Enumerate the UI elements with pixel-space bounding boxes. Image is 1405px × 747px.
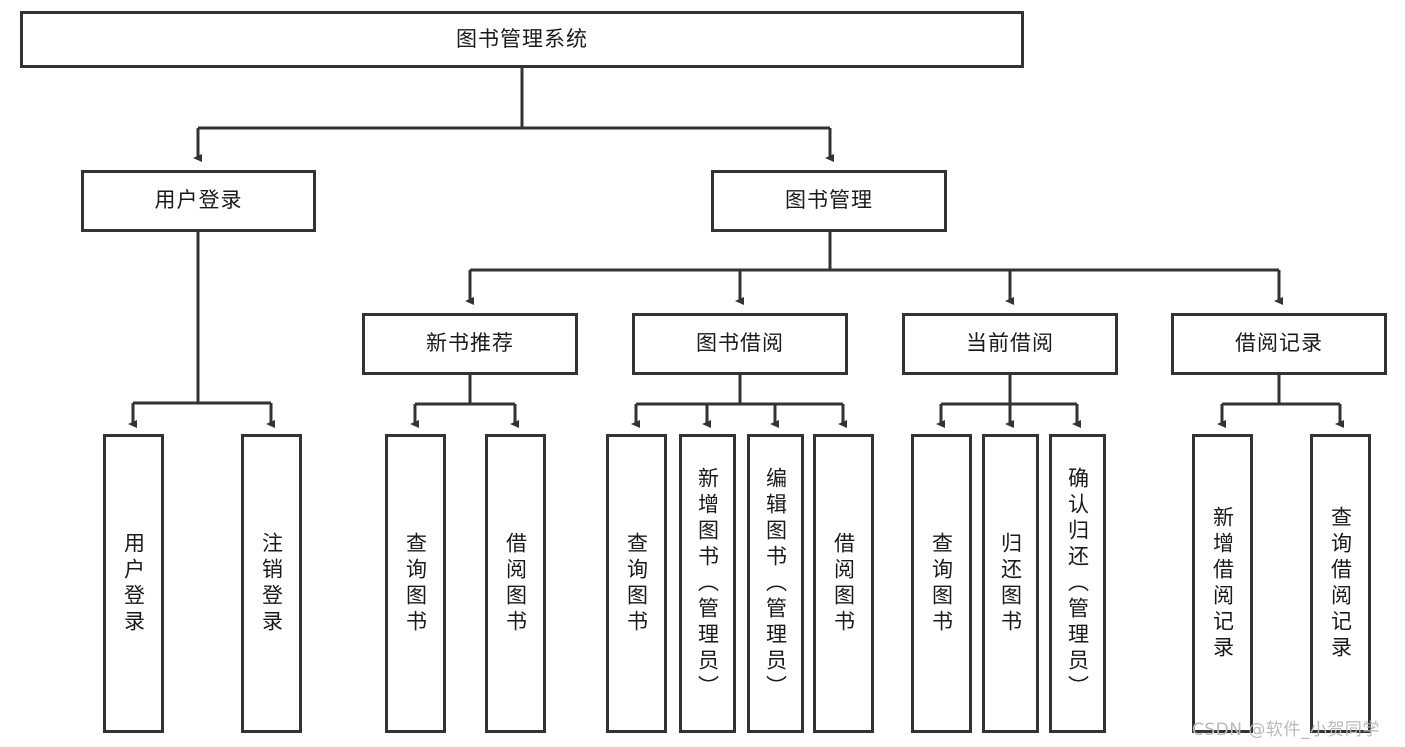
node-label: 查询借阅记录 (1328, 505, 1353, 662)
node-root-system[interactable]: 图书管理系统 (20, 11, 1024, 68)
leaf-current-borrow-return[interactable]: 归还图书 (982, 434, 1039, 733)
node-user-login[interactable]: 用户登录 (81, 170, 316, 232)
node-book-borrow[interactable]: 图书借阅 (632, 313, 848, 375)
node-label: 确认归还（管理员） (1065, 466, 1090, 701)
leaf-book-borrow-borrow[interactable]: 借阅图书 (813, 434, 874, 733)
leaf-borrow-record-query[interactable]: 查询借阅记录 (1310, 434, 1371, 733)
node-label: 编辑图书（管理员） (763, 466, 788, 701)
node-label: 注销登录 (259, 531, 284, 636)
node-label: 借阅图书 (503, 531, 528, 636)
leaf-book-borrow-add[interactable]: 新增图书（管理员） (679, 434, 736, 733)
node-label: 新书推荐 (426, 331, 514, 356)
leaf-borrow-record-add[interactable]: 新增借阅记录 (1192, 434, 1253, 733)
node-label: 图书管理 (785, 188, 873, 213)
leaf-new-book-borrow[interactable]: 借阅图书 (485, 434, 546, 733)
node-label: 查询图书 (624, 531, 649, 636)
leaf-current-borrow-query[interactable]: 查询图书 (911, 434, 972, 733)
node-label: 查询图书 (929, 531, 954, 636)
watermark-text: CSDN @软件_小贺同学 (1192, 720, 1380, 740)
leaf-book-borrow-edit[interactable]: 编辑图书（管理员） (747, 434, 804, 733)
leaf-book-borrow-query[interactable]: 查询图书 (606, 434, 667, 733)
node-label: 用户登录 (121, 531, 146, 636)
node-label: 图书管理系统 (456, 26, 588, 51)
node-label: 借阅记录 (1235, 331, 1323, 356)
leaf-user-login-login[interactable]: 用户登录 (103, 434, 164, 733)
node-label: 归还图书 (998, 531, 1023, 636)
node-label: 新增借阅记录 (1210, 505, 1235, 662)
node-label: 新增图书（管理员） (695, 466, 720, 701)
leaf-new-book-query[interactable]: 查询图书 (385, 434, 446, 733)
leaf-current-borrow-confirm[interactable]: 确认归还（管理员） (1049, 434, 1106, 733)
node-label: 查询图书 (403, 531, 428, 636)
node-label: 用户登录 (154, 188, 243, 213)
node-new-book-recommend[interactable]: 新书推荐 (362, 313, 578, 375)
node-borrow-record[interactable]: 借阅记录 (1171, 313, 1387, 375)
node-current-borrow[interactable]: 当前借阅 (902, 313, 1118, 375)
node-book-management[interactable]: 图书管理 (711, 170, 947, 232)
node-label: 当前借阅 (966, 331, 1054, 356)
node-label: 借阅图书 (831, 531, 856, 636)
node-label: 图书借阅 (696, 331, 784, 356)
leaf-user-login-logout[interactable]: 注销登录 (241, 434, 302, 733)
